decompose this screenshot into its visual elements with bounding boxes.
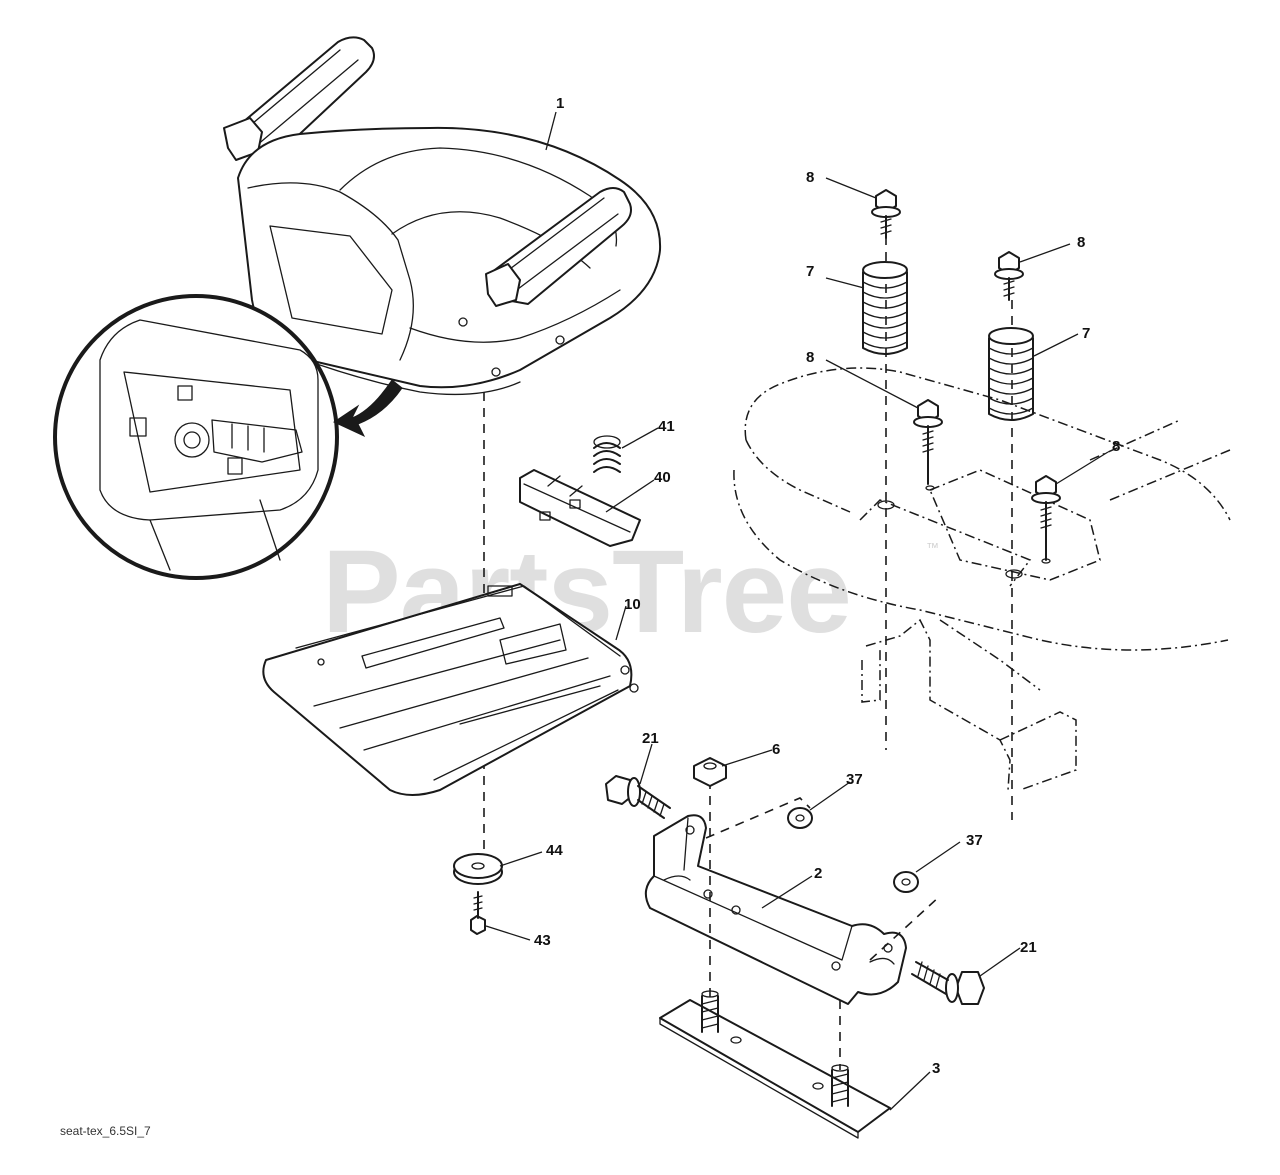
seat-pan: [262, 583, 639, 796]
detail-arrow-icon: [332, 379, 403, 438]
bolt-21-left: [605, 775, 671, 819]
spring-right: [988, 327, 1034, 421]
nut-6: [693, 757, 727, 787]
callout-8-bolt-mid-right: 8: [1112, 438, 1120, 455]
callout-8-bolt-top-left: 8: [806, 169, 814, 186]
callout-8-bolt-top-right: 8: [1077, 234, 1085, 251]
watermark-trademark: ™: [926, 540, 939, 555]
bolt-8-top-left: [871, 189, 901, 239]
callout-7-spring-left: 7: [806, 263, 814, 280]
bolt-21-right: [911, 961, 985, 1005]
callout-44-knob-washer: 44: [546, 842, 563, 859]
callout-10-seat-pan: 10: [624, 596, 641, 613]
callout-8-bolt-mid-left: 8: [806, 349, 814, 366]
washer-37-lower: [893, 871, 919, 893]
detail-inset: [53, 294, 403, 580]
callout-37-washer-lower: 37: [966, 832, 983, 849]
screw-43: [470, 891, 486, 935]
washer-37-upper: [787, 807, 813, 829]
callout-21-bolt-right: 21: [1020, 939, 1037, 956]
callout-1-seat: 1: [556, 95, 564, 112]
callout-41-spring: 41: [658, 418, 675, 435]
callout-21-bolt-left: 21: [642, 730, 659, 747]
bolt-8-mid-left: [913, 399, 943, 485]
knob-washer: [453, 853, 503, 885]
mount-plate-3: [659, 990, 891, 1139]
bracket-2: [644, 814, 907, 1005]
bolt-8-mid-right: [1031, 475, 1061, 561]
callout-40-latch-plate: 40: [654, 469, 671, 486]
washer-line-upper: [705, 797, 811, 839]
callout-6-nut: 6: [772, 741, 780, 758]
callout-43-screw: 43: [534, 932, 551, 949]
callout-2-bracket: 2: [814, 865, 822, 882]
callout-7-spring-right: 7: [1082, 325, 1090, 342]
callout-37-washer-upper: 37: [846, 771, 863, 788]
bolt-8-top-right: [994, 251, 1024, 301]
small-spring: [593, 435, 621, 473]
latch-plate: [519, 469, 641, 547]
seat-assembly: [223, 36, 662, 396]
tractor-frame: [733, 367, 1231, 791]
leader-lines: [485, 111, 1109, 1111]
callout-3-mount-plate: 3: [932, 1060, 940, 1077]
drawing-code: seat-tex_6.5SI_7: [60, 1124, 151, 1138]
spring-left: [862, 261, 908, 355]
